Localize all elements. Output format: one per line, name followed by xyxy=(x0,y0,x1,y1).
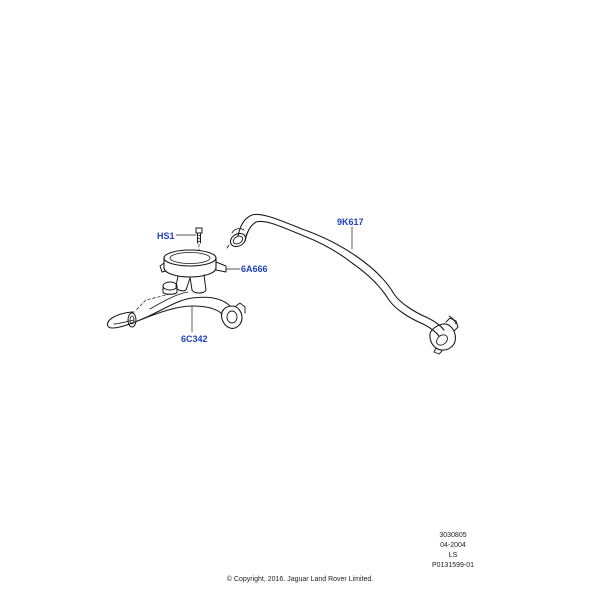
meta-code: LS xyxy=(448,552,458,559)
meta-number: 3030805 xyxy=(439,532,467,539)
leader-lines xyxy=(175,226,353,333)
callout-9k617[interactable]: 9K617 xyxy=(337,217,364,227)
callout-6a666[interactable]: 6A666 xyxy=(241,264,268,274)
oil-separator[interactable] xyxy=(159,249,227,295)
illustration-metadata: 3030805 04-2004 LS P0131599-01 xyxy=(413,531,493,571)
short-breather-hose[interactable] xyxy=(106,291,246,329)
long-breather-hose[interactable] xyxy=(226,213,459,355)
meta-date: 04-2004 xyxy=(440,542,466,549)
assembly-lines xyxy=(135,243,200,311)
callout-hs1[interactable]: HS1 xyxy=(157,231,175,241)
meta-illustration-id: P0131599-01 xyxy=(431,562,475,569)
bolt-hs1[interactable] xyxy=(195,227,203,244)
copyright-notice: © Copyright, 2016. Jaguar Land Rover Lim… xyxy=(226,576,374,583)
callout-6c342[interactable]: 6C342 xyxy=(181,334,208,344)
